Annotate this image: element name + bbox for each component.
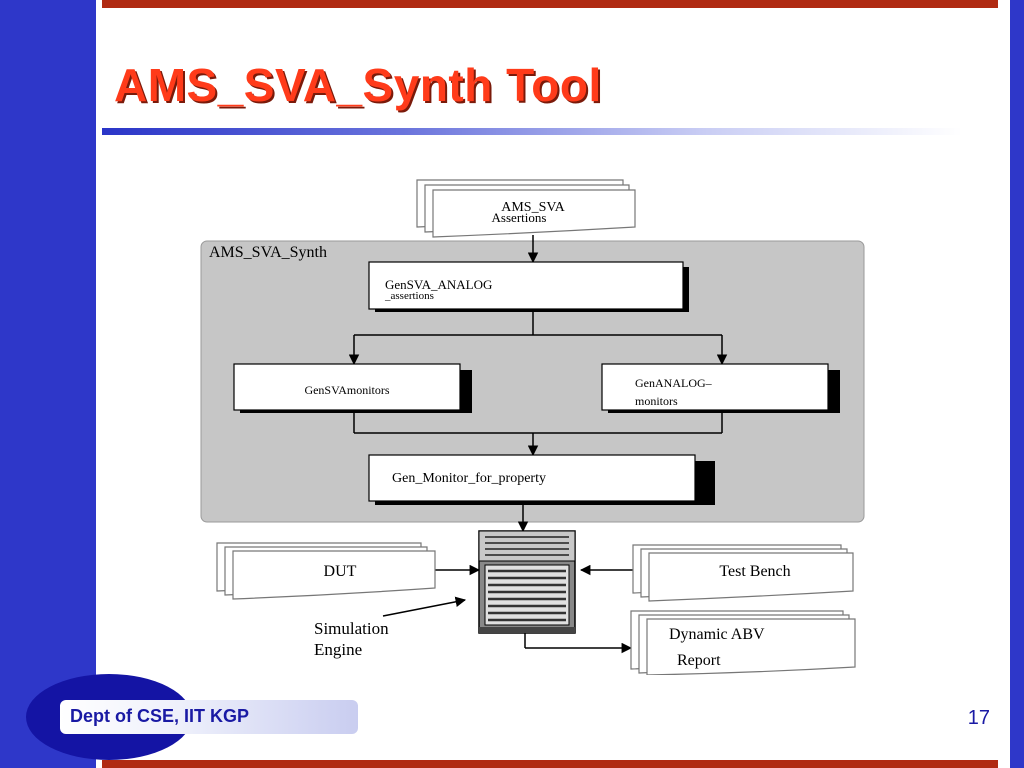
flow-diagram: AMS_SVA Assertions AMS_SVA_Synth GenSVA_… (200, 179, 865, 675)
gen-analog-monitors-line1: GenANALOG– (635, 376, 713, 390)
report-line2: Report (677, 652, 721, 669)
gen-analog-line2: _assertions (384, 290, 434, 302)
bottom-rule (102, 760, 998, 768)
slide-title: AMS_SVA_Synth Tool (114, 59, 602, 111)
right-band (1010, 0, 1024, 768)
dut-label: DUT (324, 563, 357, 580)
synth-group-label: AMS_SVA_Synth (209, 244, 327, 261)
left-band (0, 0, 96, 768)
report-line1: Dynamic ABV (669, 626, 765, 643)
top-rule (102, 0, 998, 8)
title-underline (102, 128, 962, 135)
page-number: 17 (967, 707, 990, 729)
test-bench-label: Test Bench (719, 563, 790, 580)
box-gen-analog-monitors (601, 363, 829, 411)
gen-analog-line1: GenSVA_ANALOG (385, 277, 492, 292)
gen-sva-monitors-label: GenSVAmonitors (304, 383, 389, 397)
test-bench-document-icon (632, 544, 854, 602)
dut-document-icon (216, 542, 436, 600)
simulation-engine-icon (478, 530, 576, 634)
footer-dept-label: Dept of CSE, IIT KGP (70, 706, 250, 726)
gen-monitor-label: Gen_Monitor_for_property (392, 471, 546, 486)
sim-engine-line2: Engine (314, 640, 362, 659)
box-gen-sva-monitors (233, 363, 461, 411)
footer-pill (60, 700, 358, 734)
sim-engine-line1: Simulation (314, 619, 389, 638)
gen-analog-monitors-line2: monitors (635, 394, 678, 408)
assertions-document-icon (416, 179, 636, 238)
report-document-icon (630, 610, 856, 675)
box-gen-monitor-for-property (368, 454, 696, 502)
box-gen-analog-assertions (368, 261, 684, 310)
connectors (348, 235, 728, 654)
right-band-gap (1007, 0, 1010, 768)
assertions-label-line1: AMS_SVA (501, 200, 565, 215)
assertions-label-line2: Assertions (492, 210, 547, 225)
